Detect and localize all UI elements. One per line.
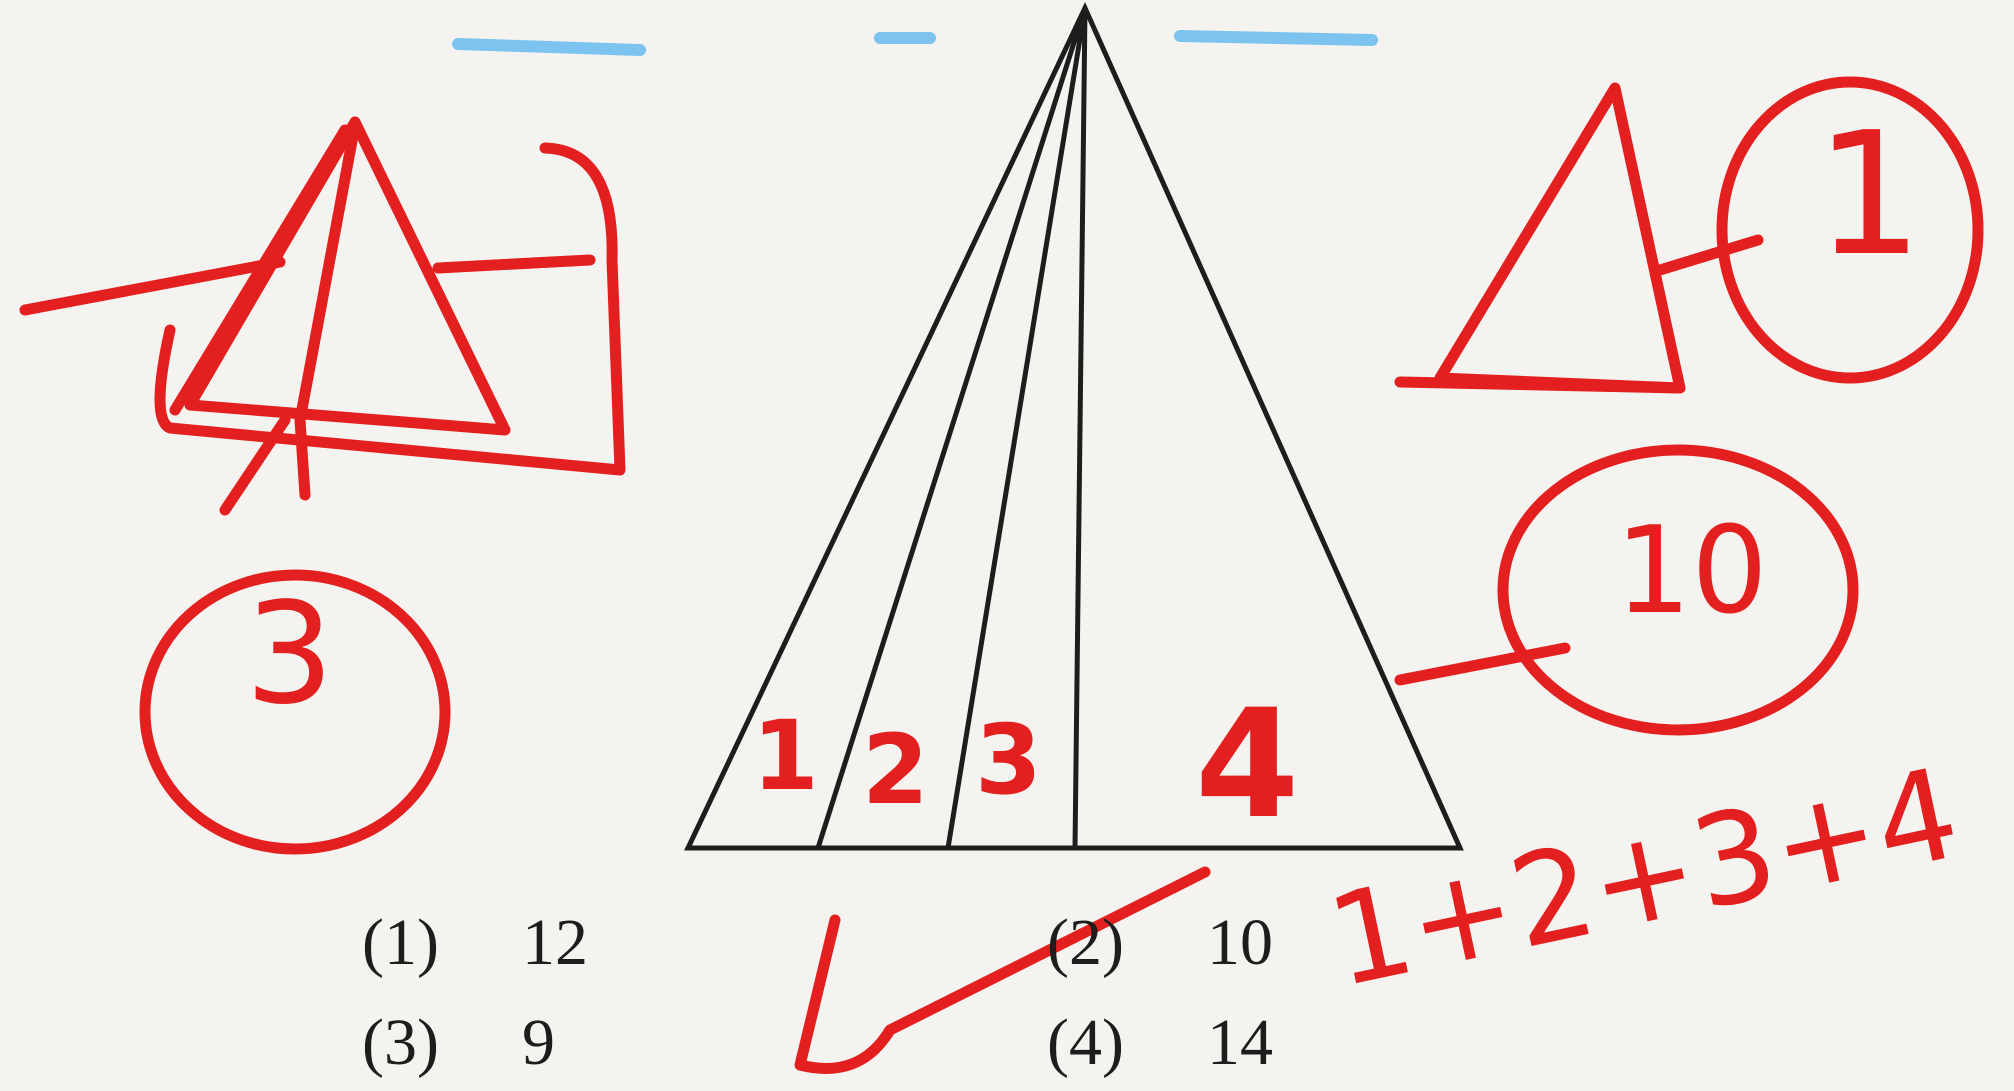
right-triangle-sketch <box>1434 82 1686 394</box>
left-connector <box>219 414 291 516</box>
option-1-number: (1) <box>362 906 439 979</box>
right-triangle-base-ext <box>1394 376 1686 394</box>
option-2-value: 10 <box>1207 906 1273 979</box>
left-arrow-line <box>19 256 286 316</box>
option-1: (1) 12 <box>362 910 588 976</box>
highlight-mark-1 <box>452 38 646 56</box>
total-circle <box>1497 444 1859 736</box>
option-3: (3) 9 <box>362 1010 555 1076</box>
option-4-number: (4) <box>1047 1006 1124 1079</box>
option-4-value: 14 <box>1207 1006 1273 1079</box>
left-count-label: 3 <box>245 573 335 736</box>
region-label-3: 3 <box>975 704 1042 816</box>
region-label-2: 2 <box>862 714 929 826</box>
cevian-line-1 <box>815 5 1088 851</box>
strike-through-mark <box>794 866 1211 1074</box>
option-3-number: (3) <box>362 1006 439 1079</box>
right-count-circle <box>1716 76 1984 384</box>
right-connector-2 <box>1394 642 1571 686</box>
cevian-line-2 <box>945 5 1088 851</box>
option-4: (4) 14 <box>1047 1010 1273 1076</box>
right-connector-1 <box>1654 234 1764 276</box>
red-annotations <box>19 76 1984 1074</box>
option-1-value: 12 <box>522 906 588 979</box>
triangle-figure <box>684 2 1464 851</box>
highlight-mark-3 <box>1174 30 1378 46</box>
region-label-1: 1 <box>752 700 819 812</box>
left-triangle-inner-line-2 <box>294 119 361 501</box>
cevian-line-3 <box>1072 5 1088 851</box>
region-label-4: 4 <box>1195 678 1300 852</box>
left-tick <box>432 254 596 274</box>
option-3-value: 9 <box>522 1006 555 1079</box>
left-bracket <box>154 142 626 476</box>
total-label: 10 <box>1615 502 1768 641</box>
option-2: (2) 10 <box>1047 910 1273 976</box>
right-count-label: 1 <box>1815 96 1924 294</box>
highlighter-marks <box>452 30 1378 56</box>
option-2-number: (2) <box>1047 906 1124 979</box>
left-count-circle <box>139 569 451 855</box>
